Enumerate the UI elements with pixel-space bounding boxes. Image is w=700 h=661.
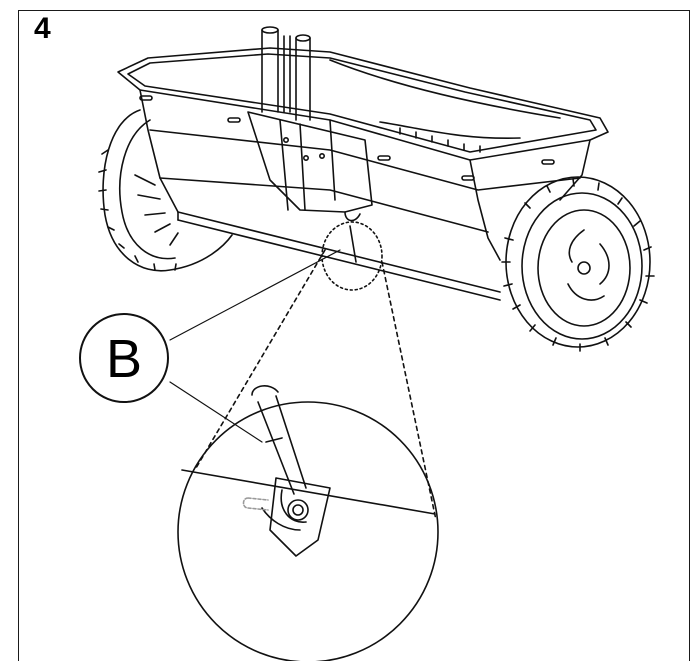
detail-source-circle bbox=[321, 221, 383, 291]
magnified-detail bbox=[177, 385, 439, 661]
right-wheel bbox=[501, 176, 655, 352]
callout-label: B bbox=[106, 329, 142, 389]
axle-bar bbox=[177, 211, 501, 301]
handle-assembly bbox=[247, 26, 373, 263]
left-wheel bbox=[98, 109, 233, 272]
projection-line-left bbox=[195, 249, 326, 469]
panel-frame bbox=[18, 10, 690, 661]
projection-line-right bbox=[381, 261, 437, 521]
leader-line-lower bbox=[169, 381, 263, 443]
leader-line-upper bbox=[169, 249, 341, 341]
hopper-body bbox=[117, 47, 609, 261]
step-number: 4 bbox=[34, 12, 51, 45]
callout-b: B bbox=[79, 313, 169, 403]
